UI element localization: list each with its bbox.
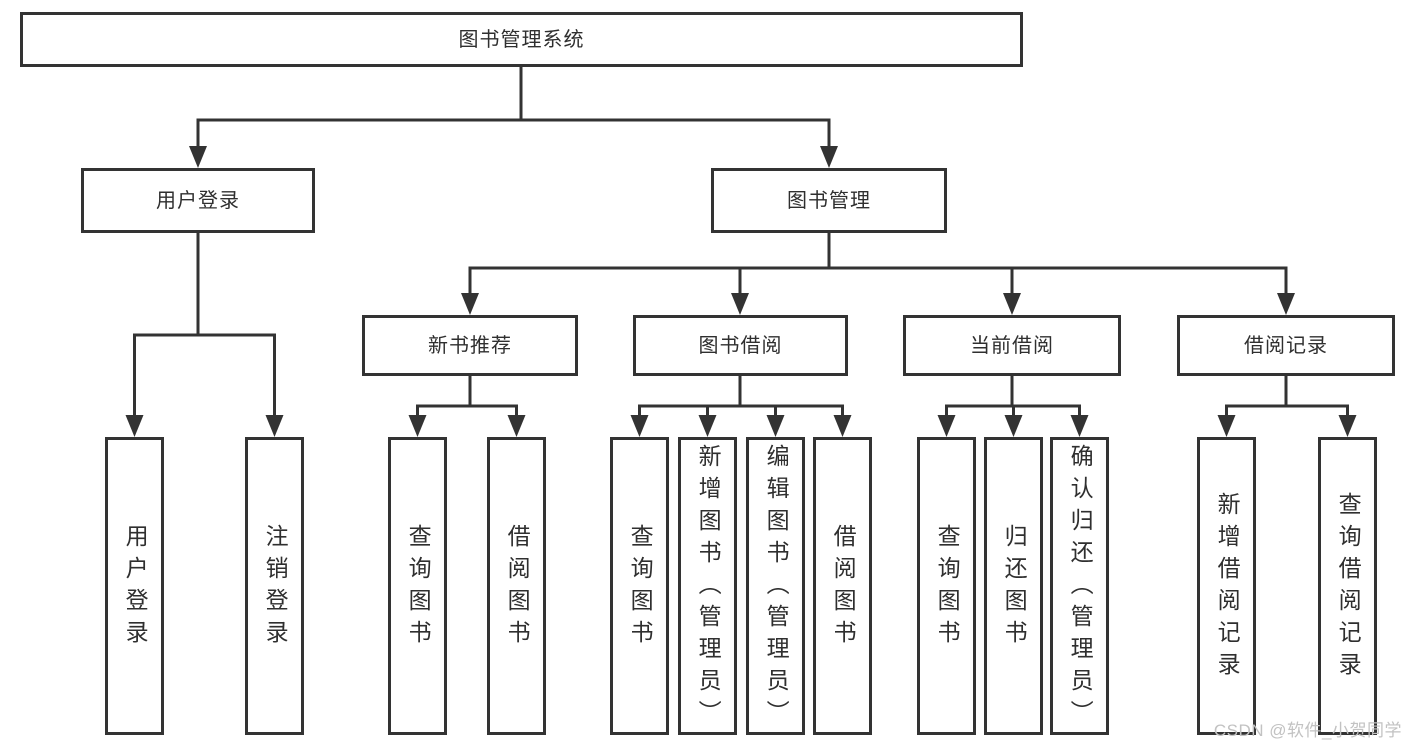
leaf-borrow-books-recommend: 借阅图书	[487, 437, 546, 735]
edge-borrow-junction	[638, 376, 844, 417]
leaf-confirm-return-admin: 确认归还（管理员）	[1050, 437, 1109, 735]
node-current-borrowing: 当前借阅	[903, 315, 1121, 376]
leaf-edit-books-admin: 编辑图书（管理员）	[746, 437, 805, 735]
csdn-watermark: CSDN @软件_小贺同学	[1213, 721, 1402, 740]
leaf-return-books: 归还图书	[984, 437, 1043, 735]
edge-current-junction	[945, 376, 1081, 417]
node-borrowing-records: 借阅记录	[1177, 315, 1395, 376]
leaf-query-borrow-record: 查询借阅记录	[1318, 437, 1377, 735]
edge-userlogin-junction	[133, 233, 276, 417]
leaf-query-books-recommend: 查询图书	[388, 437, 447, 735]
leaf-query-books-borrow: 查询图书	[610, 437, 669, 735]
edge-root-junction	[196, 67, 831, 148]
node-new-book-recommendation: 新书推荐	[362, 315, 578, 376]
leaf-add-borrow-record: 新增借阅记录	[1197, 437, 1256, 735]
node-root: 图书管理系统	[20, 12, 1023, 67]
edge-records-junction	[1225, 376, 1349, 417]
node-book-management: 图书管理	[711, 168, 947, 233]
leaf-logout: 注销登录	[245, 437, 304, 735]
edge-newbook-junction	[416, 376, 518, 417]
leaf-add-books-admin: 新增图书（管理员）	[678, 437, 737, 735]
edge-bookmgmt-junction	[468, 233, 1288, 295]
node-book-borrowing: 图书借阅	[633, 315, 848, 376]
leaf-borrow-books: 借阅图书	[813, 437, 872, 735]
leaf-query-books-current: 查询图书	[917, 437, 976, 735]
node-user-login-group: 用户登录	[81, 168, 315, 233]
leaf-user-login: 用户登录	[105, 437, 164, 735]
